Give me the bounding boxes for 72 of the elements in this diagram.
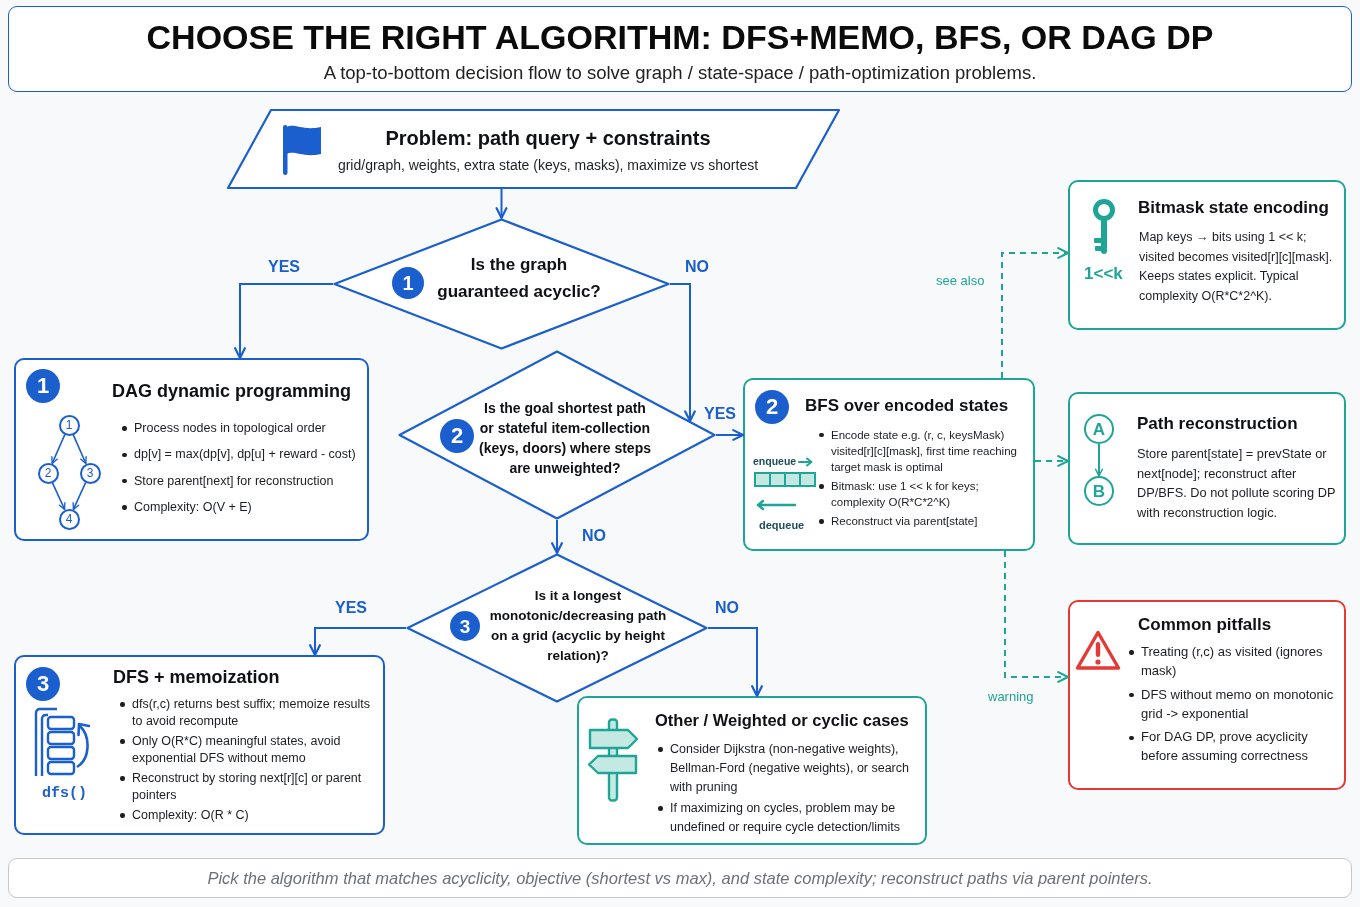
graph-edge-arrow <box>72 433 87 465</box>
problem-heading: Problem: path query + constraints <box>385 126 711 150</box>
card-heading: Other / Weighted or cyclic cases <box>655 711 909 731</box>
decision-question: Is the graph guaranteed acyclic? <box>436 254 602 303</box>
decision-diamond <box>333 218 670 350</box>
bullet-item: Treating (r,c) as visited (ignores mask) <box>1127 643 1341 681</box>
state-vertex: A <box>1084 414 1114 444</box>
bullet-item: DFS without memo on monotonic grid -> exponential <box>1127 685 1341 724</box>
bullet-item: If maximizing on cycles, problem may be undefined or require cycle detection/limits <box>656 799 918 837</box>
bullet-item: Complexity: O(V + E) <box>120 499 365 516</box>
flow-arrow <box>707 627 763 698</box>
flow-arrow <box>715 429 745 441</box>
algorithm-card <box>14 358 369 541</box>
bullet-item: dp[v] = max(dp[v], dp[u] + reward - cost) <box>120 446 365 464</box>
card-heading: BFS over encoded states <box>805 396 1009 417</box>
info-card <box>1068 180 1346 330</box>
card-description: Map keys → bits using 1 << k; visited becomes visited[r][c][mask]. Keeps states explicit. Typical complexity O(R*C*2^K). <box>1139 229 1334 305</box>
algorithm-card <box>14 655 385 835</box>
card-heading: Bitmask state encoding <box>1138 198 1329 219</box>
bullet-item: Only O(R*C) meaningful states, avoid exponential DFS without memo <box>118 733 380 768</box>
info-card <box>1068 392 1346 545</box>
state-edge-arrow <box>1094 443 1104 477</box>
graph-vertex: 4 <box>58 508 80 530</box>
flow-arrow <box>309 627 407 657</box>
flow-arrow <box>551 519 563 555</box>
algorithm-card <box>743 378 1035 551</box>
icon-caption: dequeue <box>759 519 805 533</box>
edge-label: warning <box>986 689 1036 705</box>
icon-caption: enqueue <box>753 455 797 468</box>
step-number: 3 <box>26 667 60 701</box>
decision-question: Is it a longest monotonic/decreasing path on a grid (acyclic by height relation)? <box>488 587 668 665</box>
graph-vertex: 1 <box>58 414 80 436</box>
warning-card <box>1068 600 1346 790</box>
step-number: 2 <box>755 390 789 424</box>
flow-arrow <box>234 283 334 360</box>
card-heading: Common pitfalls <box>1138 615 1272 636</box>
icon-caption: 1<<k <box>1084 264 1123 285</box>
bullet-item: Bitmask: use 1 << k for keys; complexity O(R*C*2^K) <box>817 478 1031 511</box>
diagram-title: CHOOSE THE RIGHT ALGORITHM: DFS+MEMO, BFS, OR DAG DP <box>146 17 1214 57</box>
icon-caption: dfs() <box>42 785 87 803</box>
card-heading: Path reconstruction <box>1137 414 1298 435</box>
graph-vertex: 3 <box>79 462 101 484</box>
bullet-item: Store parent[next] for reconstruction <box>120 472 365 490</box>
flow-arrow <box>495 188 508 220</box>
problem-details: grid/graph, weights, extra state (keys, masks), maximize vs shortest <box>337 156 759 174</box>
graph-edge-arrow <box>51 481 66 511</box>
bullet-item: dfs(r,c) returns best suffix; memoize results to avoid recompute <box>118 696 380 731</box>
bullet-item: For DAG DP, prove acyclicity before assuming correctness <box>1127 728 1341 767</box>
graph-vertex: 2 <box>37 462 59 484</box>
caption-note: Pick the algorithm that matches acyclicity, objective (shortest vs max), and state complexity; reconstruct paths via parent pointers. <box>8 858 1352 898</box>
dashed-arrow <box>1004 550 1070 683</box>
bullet-item: Process nodes in topological order <box>120 420 365 437</box>
bullet-item: Consider Dijkstra (non-negative weights), Bellman-Ford (negative weights), or search with pruning <box>656 740 918 797</box>
algorithm-card <box>577 696 927 845</box>
flow-arrow <box>669 283 696 423</box>
subtitle: A top-to-bottom decision flow to solve graph / state-space / path-optimization problems. <box>323 61 1037 85</box>
decision-question: Is the goal shortest path or stateful item-collection (keys, doors) where steps are unweighted? <box>478 399 652 478</box>
graph-edge-arrow <box>51 433 66 465</box>
decision-diamond <box>406 553 708 703</box>
card-description: Store parent[state] = prevState or next[node]; reconstruct after DP/BFS. Do not pollute scoring DP with reconstruction logic. <box>1137 445 1337 522</box>
input-parallelogram <box>227 109 840 189</box>
card-heading: DAG dynamic programming <box>112 381 352 403</box>
step-number: 1 <box>26 369 60 403</box>
dashed-arrow <box>1034 455 1070 467</box>
bullet-item: Reconstruct via parent[state] <box>817 513 1031 530</box>
state-vertex: B <box>1084 476 1114 506</box>
bullet-item: Reconstruct by storing next[r][c] or parent pointers <box>118 770 380 805</box>
card-heading: DFS + memoization <box>113 667 280 689</box>
dashed-arrow <box>1001 247 1070 379</box>
bullet-item: Encode state e.g. (r, c, keysMask) visited[r][c][mask], first time reaching target mask is optimal <box>817 427 1031 476</box>
graph-edge-arrow <box>72 481 87 511</box>
bullet-item: Complexity: O(R * C) <box>118 807 380 825</box>
